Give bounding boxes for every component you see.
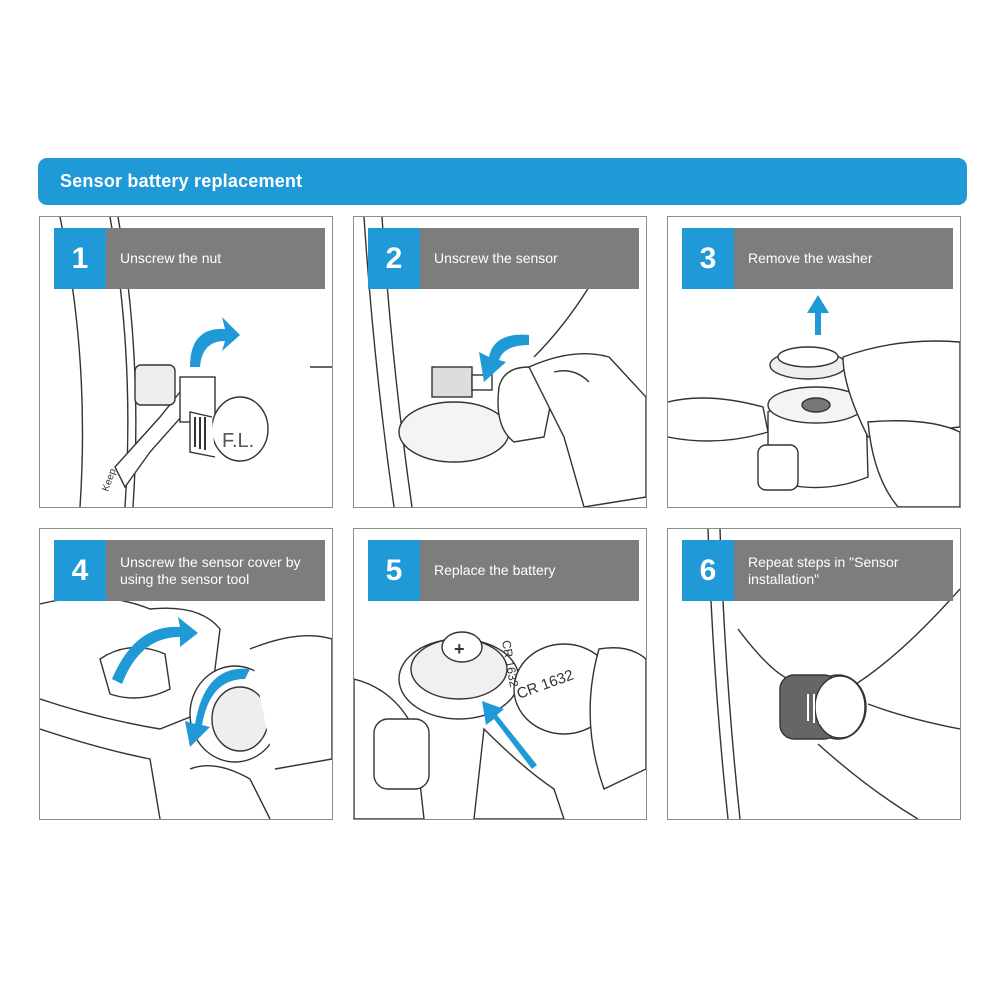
step-6-header: 6 Repeat steps in "Sensor installation" xyxy=(682,540,953,601)
rotate-arrow-icon xyxy=(479,334,529,382)
step-panel-3: 3 Remove the washer xyxy=(667,216,961,508)
step-2-illustration xyxy=(363,217,646,507)
step-2-text: Unscrew the sensor xyxy=(434,250,558,266)
rotate-arrow-icon xyxy=(190,317,240,367)
rotate-arrow-icon xyxy=(185,668,250,747)
step-4-number: 4 xyxy=(54,540,106,601)
step-5-text: Replace the battery xyxy=(434,562,556,578)
step-6-text: Repeat steps in "Sensor installation" xyxy=(748,553,899,587)
step-panel-1: F.L. Keep 1 Unscrew the nut xyxy=(39,216,333,508)
step-5-number: 5 xyxy=(368,540,420,601)
step-panel-6: 6 Repeat steps in "Sensor installation" xyxy=(667,528,961,820)
sensor-label-fl: F.L. xyxy=(222,430,254,452)
step-1-illustration: F.L. Keep xyxy=(59,217,332,507)
step-3-text: Remove the washer xyxy=(748,250,873,266)
insert-arrow-icon xyxy=(482,701,537,769)
step-4-text: Unscrew the sensor cover by using the se… xyxy=(120,553,301,587)
step-1-header: 1 Unscrew the nut xyxy=(54,228,325,289)
step-2-header: 2 Unscrew the sensor xyxy=(368,228,639,289)
step-6-illustration xyxy=(707,529,960,819)
step-3-illustration xyxy=(668,295,960,507)
step-5-illustration: + CR 1632 CR 1632 xyxy=(354,631,646,819)
step-3-number: 3 xyxy=(682,228,734,289)
step-4-illustration xyxy=(40,596,332,819)
step-1-text: Unscrew the nut xyxy=(120,250,222,266)
section-title-bar: Sensor battery replacement xyxy=(38,158,967,205)
step-4-header: 4 Unscrew the sensor cover by using the … xyxy=(54,540,325,601)
step-panel-2: 2 Unscrew the sensor xyxy=(353,216,647,508)
step-6-number: 6 xyxy=(682,540,734,601)
section-title: Sensor battery replacement xyxy=(60,171,303,191)
wrench-label: Keep xyxy=(100,467,118,493)
step-panel-4: 4 Unscrew the sensor cover by using the … xyxy=(39,528,333,820)
step-5-header: 5 Replace the battery xyxy=(368,540,639,601)
step-2-number: 2 xyxy=(368,228,420,289)
step-3-header: 3 Remove the washer xyxy=(682,228,953,289)
step-panel-5: + CR 1632 CR 1632 5 Replace the battery xyxy=(353,528,647,820)
step-1-number: 1 xyxy=(54,228,106,289)
rotate-arrow-icon xyxy=(112,617,198,684)
up-arrow-icon xyxy=(807,295,829,335)
plus-symbol: + xyxy=(454,639,465,659)
